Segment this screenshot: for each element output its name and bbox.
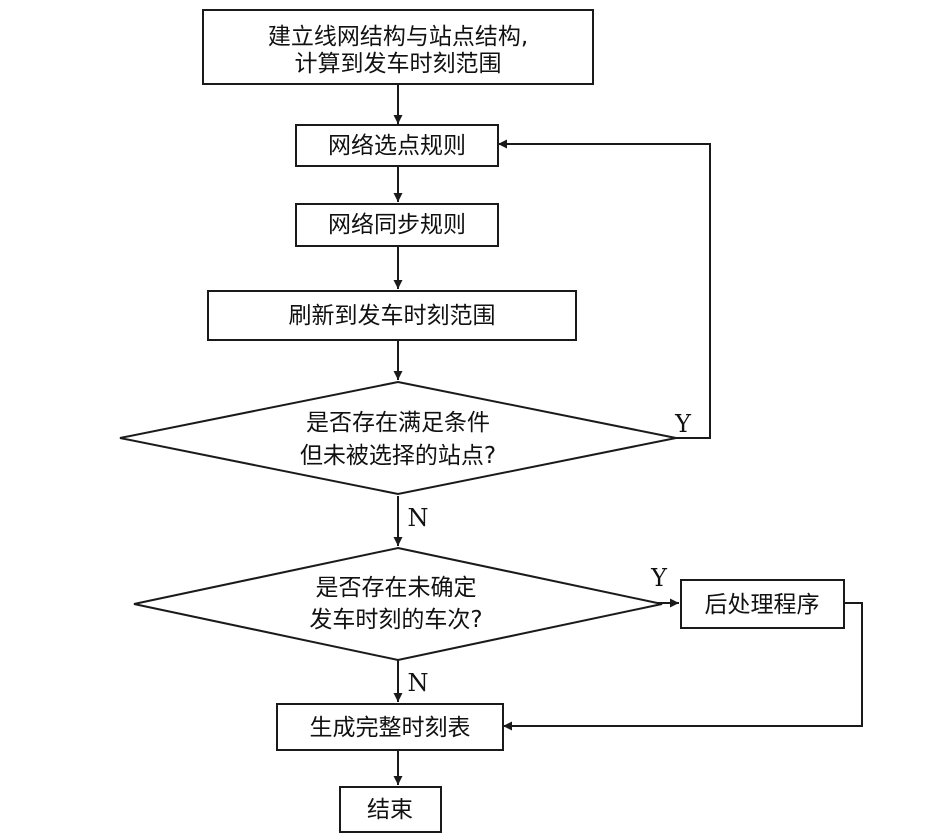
box-network-sync-rule xyxy=(295,203,499,247)
decision2-text-line2: 发车时刻的车次? xyxy=(309,607,482,633)
box-build-network xyxy=(202,9,594,85)
node-labels: 建立线网结构与站点结构, 计算到发车时刻范围 网络选点规则 网络同步规则 刷新到… xyxy=(268,24,820,823)
decision2-text-line1: 是否存在未确定 xyxy=(316,575,477,601)
diamond-undetermined-trains xyxy=(133,546,663,662)
edge-decision1-yes-loop xyxy=(498,139,711,439)
decision1-text-line1: 是否存在满足条件 xyxy=(306,410,490,436)
sync-text: 网络同步规则 xyxy=(328,212,466,238)
build-text-line2: 计算到发车时刻范围 xyxy=(295,51,502,77)
nodes xyxy=(119,9,845,833)
post-text: 后处理程序 xyxy=(705,592,820,618)
end-text: 结束 xyxy=(367,797,413,823)
box-end xyxy=(339,786,442,833)
label-d2-no: N xyxy=(408,669,429,697)
select-text: 网络选点规则 xyxy=(328,133,466,159)
decision1-text-line2: 但未被选择的站点? xyxy=(300,443,496,469)
edge-post-generate xyxy=(503,602,863,731)
box-network-select-rule xyxy=(295,124,499,167)
edge-labels: Y N Y N xyxy=(408,410,693,697)
label-d2-yes: Y xyxy=(650,564,668,592)
build-text-line1: 建立线网结构与站点结构, xyxy=(268,24,528,50)
refresh-text: 刷新到发车时刻范围 xyxy=(289,303,496,329)
box-generate-timetable xyxy=(276,703,504,751)
label-d1-no: N xyxy=(408,504,429,532)
label-d1-yes: Y xyxy=(674,410,692,438)
generate-text: 生成完整时刻表 xyxy=(310,715,471,741)
edges xyxy=(393,84,863,785)
box-refresh-times xyxy=(207,290,577,341)
box-post-processing xyxy=(680,579,845,629)
diamond-unselected-stations xyxy=(119,380,677,496)
